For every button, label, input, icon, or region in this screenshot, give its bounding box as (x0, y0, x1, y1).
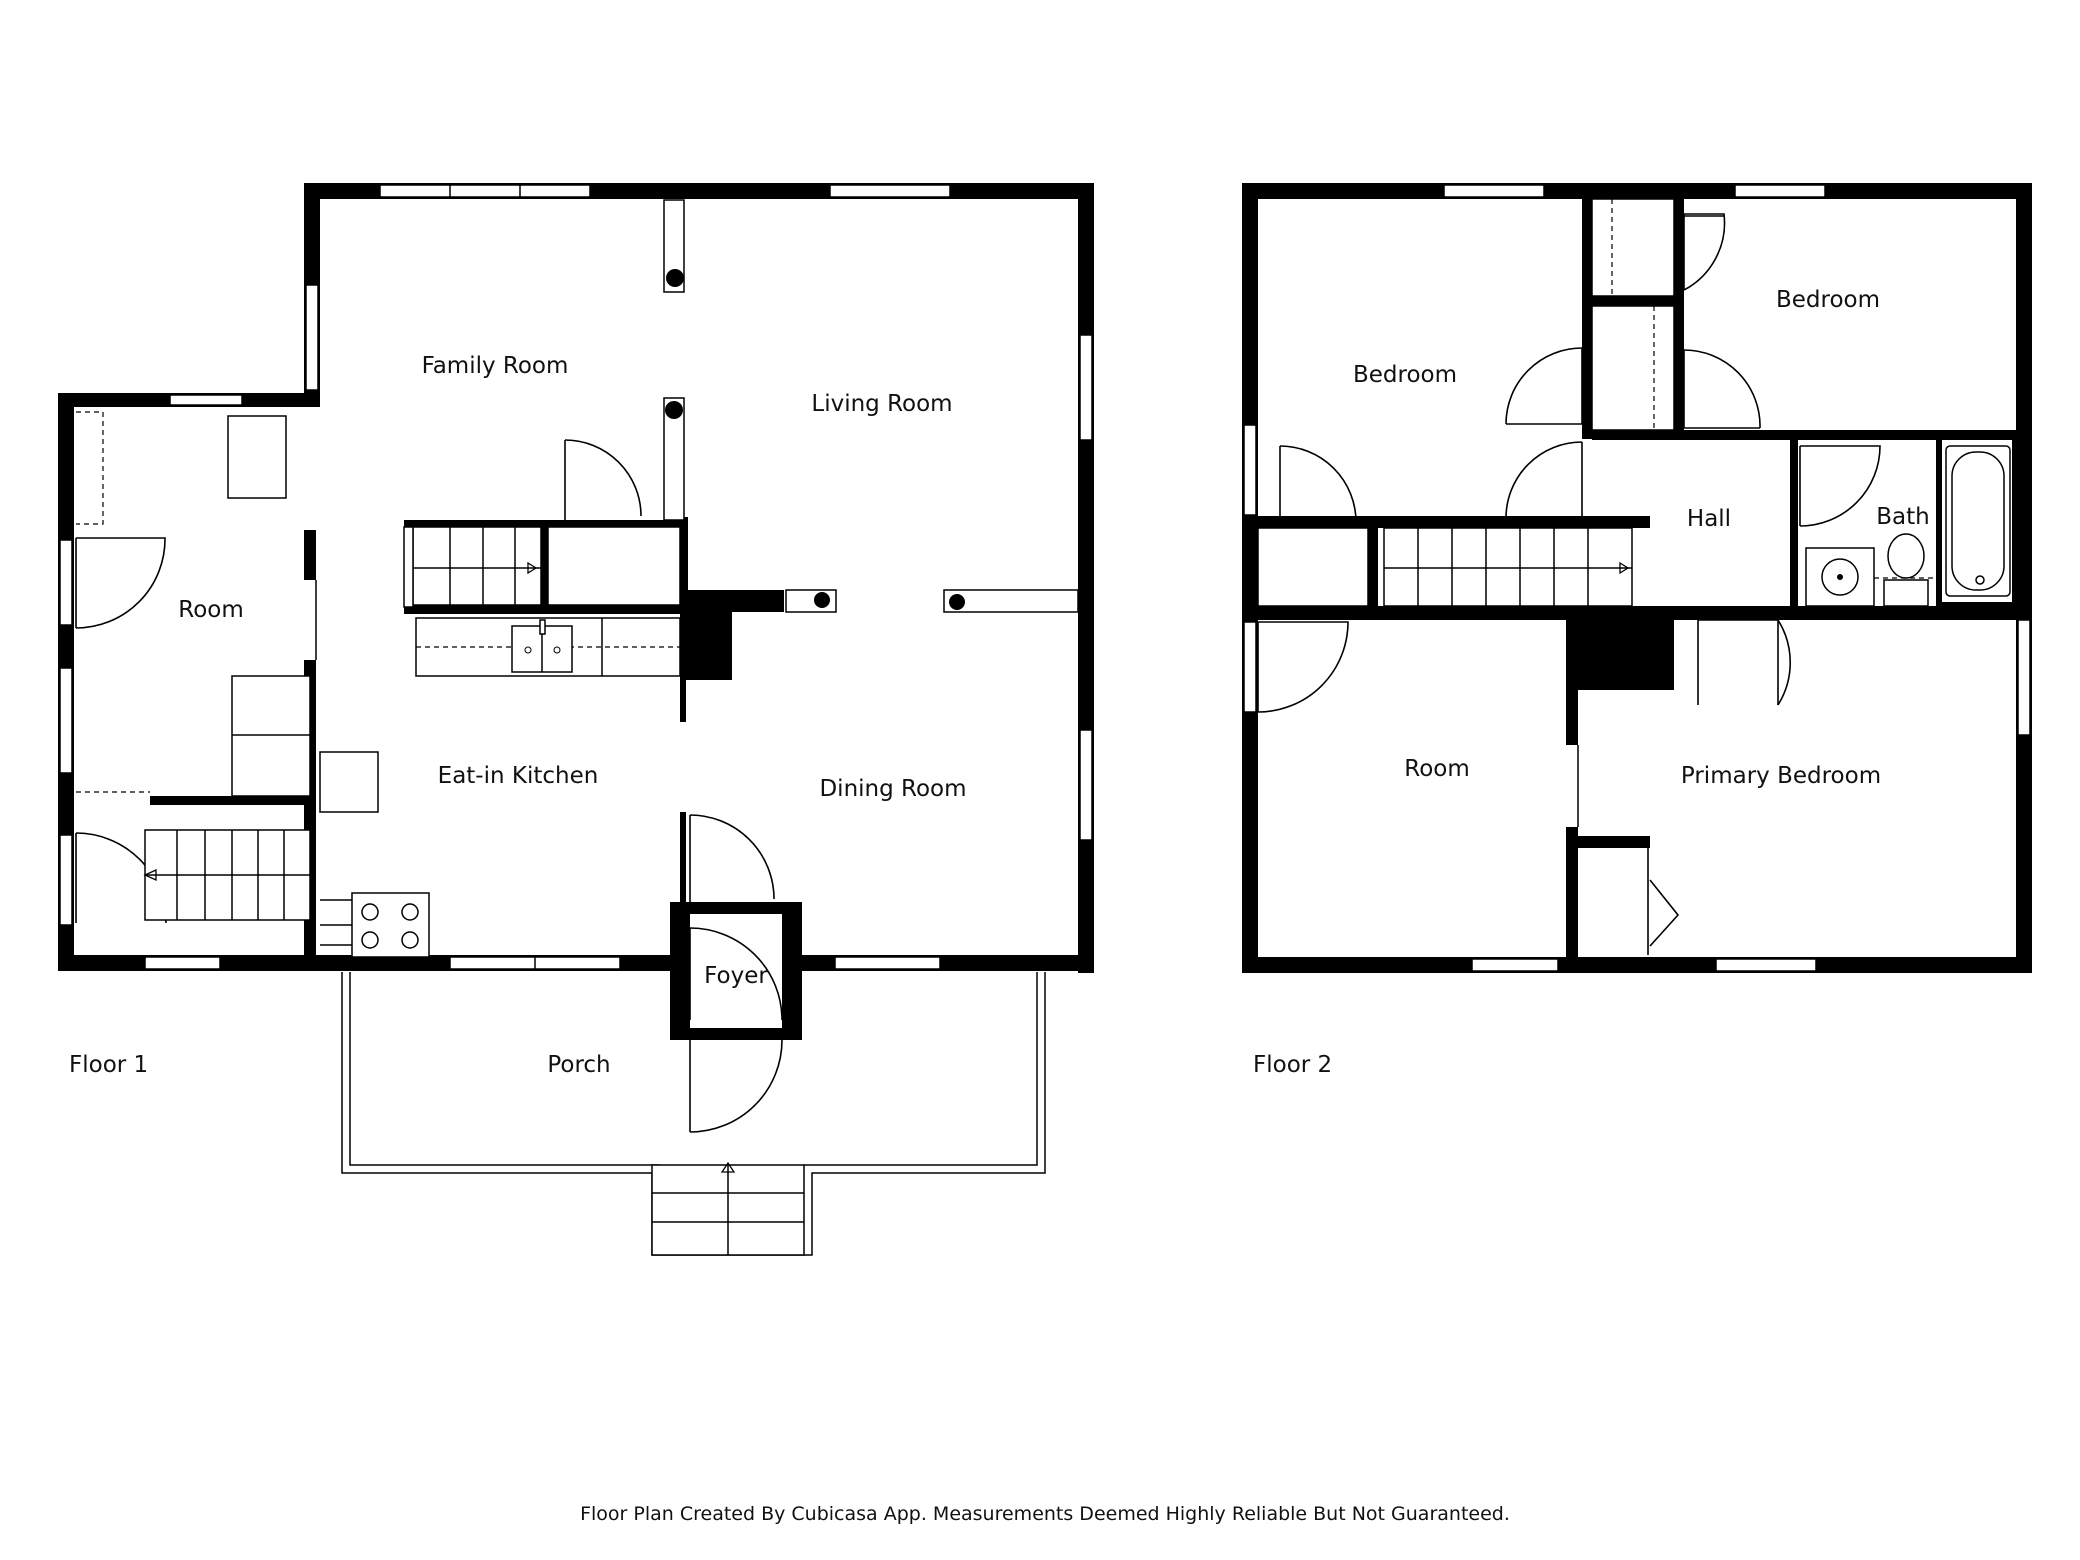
floor-2-closets (1257, 198, 1675, 607)
room-label-family-room: Family Room (422, 353, 569, 379)
footer-disclaimer: Floor Plan Created By Cubicasa App. Meas… (580, 1503, 1510, 1525)
room-label-room-floor-2: Room (1404, 756, 1470, 782)
floor-2-windows (1243, 184, 2031, 972)
room-label-bath: Bath (1876, 504, 1929, 530)
porch-outline (341, 972, 1046, 1256)
floor-1-posts (663, 199, 1079, 613)
floor-1-windows (59, 184, 1093, 970)
floor-1-doors (75, 439, 783, 1133)
floor-1-label: Floor 1 (69, 1052, 148, 1078)
floor-1-stairs (143, 526, 681, 921)
room-label-living-room: Living Room (811, 391, 952, 417)
floor-2-label: Floor 2 (1253, 1052, 1332, 1078)
room-label-dining-room: Dining Room (819, 776, 966, 802)
floor-2-doors (1257, 213, 1881, 955)
room-labels: Family Room Living Room Room Eat-in Kitc… (178, 287, 1929, 1078)
floor-2-plan (1242, 183, 2032, 973)
room-label-bedroom-left: Bedroom (1353, 362, 1457, 388)
room-label-foyer: Foyer (704, 963, 768, 989)
annex-fixtures (76, 411, 311, 797)
room-label-porch: Porch (547, 1052, 610, 1078)
kitchen-fixtures (319, 617, 681, 958)
room-label-primary-bedroom: Primary Bedroom (1681, 763, 1881, 789)
floor-2-stairs (1383, 527, 1633, 607)
room-label-bedroom-right: Bedroom (1776, 287, 1880, 313)
room-label-eat-in-kitchen: Eat-in Kitchen (438, 763, 599, 789)
room-label-hall: Hall (1687, 506, 1731, 532)
floor-1-plan (58, 183, 1094, 1256)
bath-fixtures (1805, 445, 2011, 607)
room-label-room-floor-1: Room (178, 597, 244, 623)
